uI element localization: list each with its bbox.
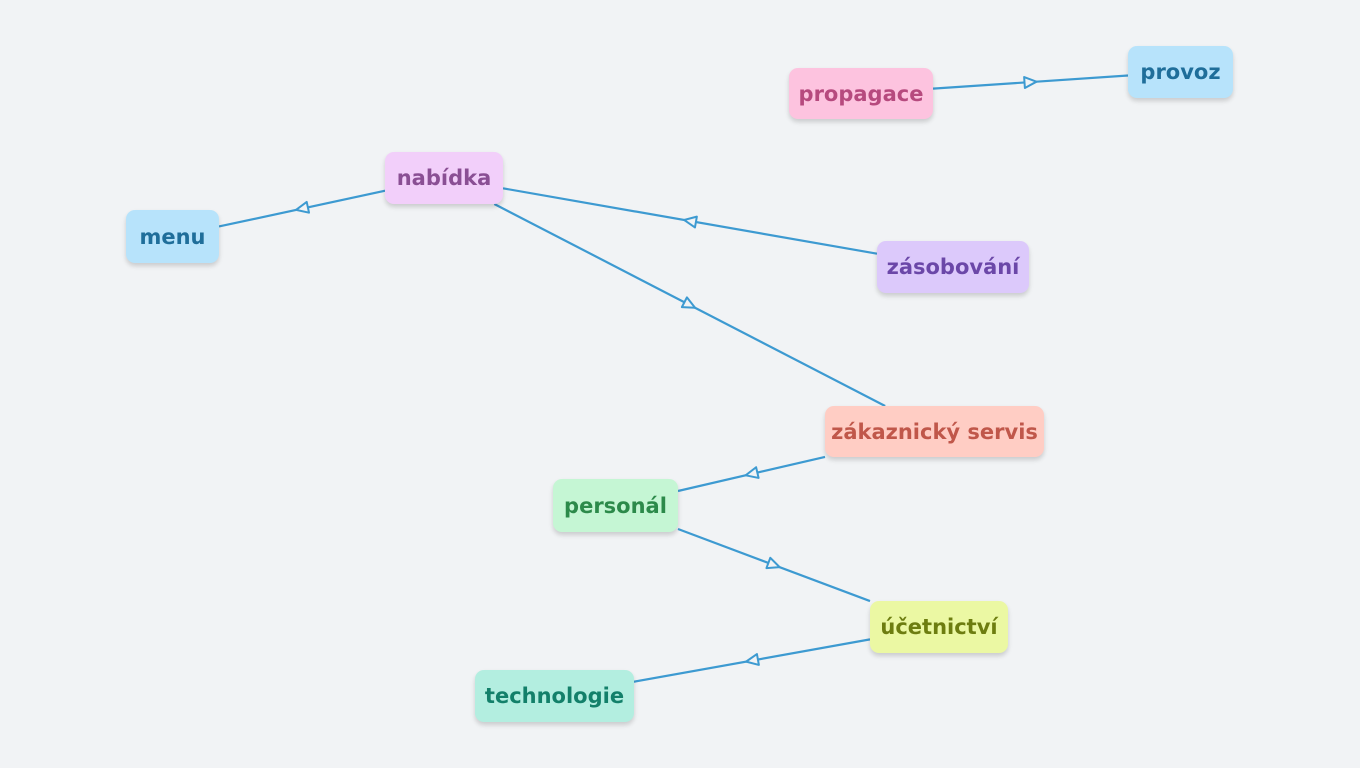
node-zasobovani[interactable]: zásobování [877, 241, 1029, 293]
node-provoz[interactable]: provoz [1128, 46, 1233, 98]
node-label: účetnictví [880, 615, 998, 639]
arrow-icon [683, 215, 698, 229]
arrow-icon [765, 556, 781, 570]
arrow-icon [680, 296, 697, 309]
edge-nabidka-menu [218, 189, 386, 228]
node-label: zásobování [886, 255, 1020, 279]
node-label: zákaznický servis [831, 419, 1038, 444]
node-zakaznicky-servis[interactable]: zákaznický servis [825, 406, 1044, 457]
edge-zakaznicky-personal [677, 455, 826, 493]
edge-ucetnictvi-technologie [633, 638, 871, 683]
node-label: personál [564, 493, 667, 518]
node-label: provoz [1140, 60, 1221, 84]
node-menu[interactable]: menu [126, 210, 219, 263]
arrow-icon [745, 653, 760, 666]
arrow-icon [744, 466, 760, 479]
node-label: technologie [484, 684, 625, 708]
node-label: propagace [798, 81, 924, 106]
node-personal[interactable]: personál [553, 479, 678, 532]
edge-nabidka-zakaznicky [493, 203, 886, 407]
node-label: menu [139, 224, 206, 249]
edge-zasobovani-nabidka [502, 187, 878, 255]
edge-personal-ucetnictvi [677, 527, 871, 603]
node-label: nabídka [396, 166, 492, 190]
arrow-icon [295, 200, 311, 214]
arrow-icon [1023, 76, 1038, 89]
node-technologie[interactable]: technologie [475, 670, 634, 722]
edge-propagace-provoz [932, 74, 1129, 90]
node-ucetnictvi[interactable]: účetnictví [870, 601, 1008, 653]
node-propagace[interactable]: propagace [789, 68, 933, 119]
node-nabidka[interactable]: nabídka [385, 152, 503, 204]
